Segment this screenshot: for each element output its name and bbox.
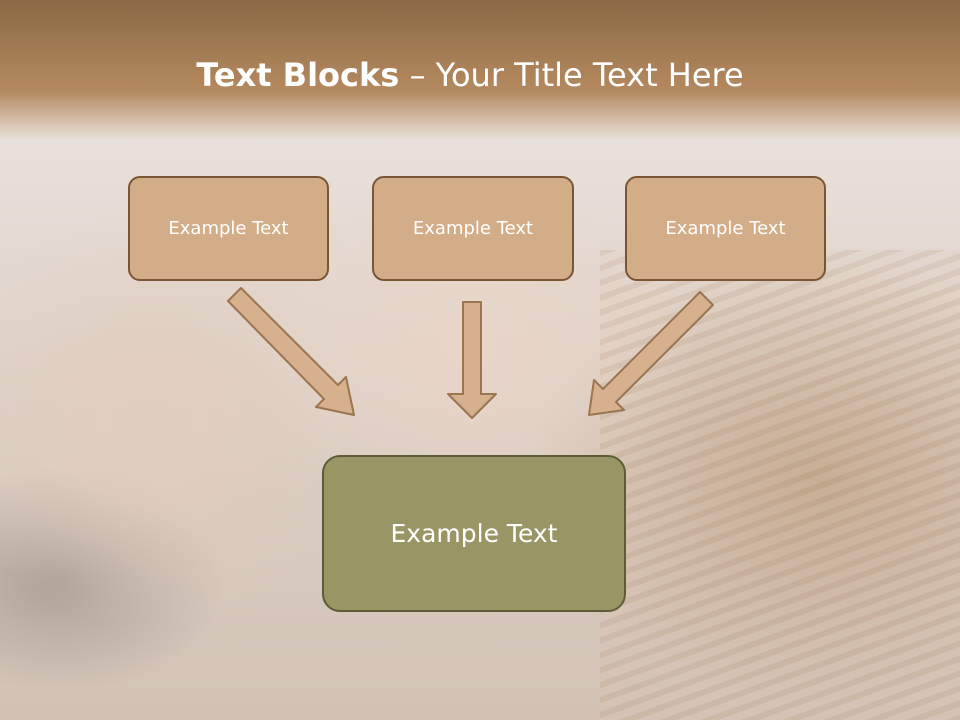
arrow-left-icon — [227, 287, 355, 416]
title-dash: – — [399, 56, 436, 94]
text-block-2-label: Example Text — [412, 218, 534, 239]
arrow-right-icon — [588, 291, 714, 416]
title-bold: Text Blocks — [196, 56, 400, 94]
text-block-2[interactable]: Example Text — [372, 176, 574, 281]
text-block-3[interactable]: Example Text — [625, 176, 826, 281]
main-text-block[interactable]: Example Text — [322, 455, 626, 612]
arrow-center-icon — [447, 301, 497, 419]
main-text-block-label: Example Text — [390, 519, 558, 548]
text-block-1[interactable]: Example Text — [128, 176, 329, 281]
slide-title: Text Blocks – Your Title Text Here — [0, 56, 940, 94]
background-hair-texture — [600, 250, 960, 720]
text-block-3-label: Example Text — [665, 218, 786, 239]
text-block-1-label: Example Text — [168, 218, 289, 239]
title-rest: Your Title Text Here — [435, 56, 744, 94]
title-band — [0, 0, 960, 140]
